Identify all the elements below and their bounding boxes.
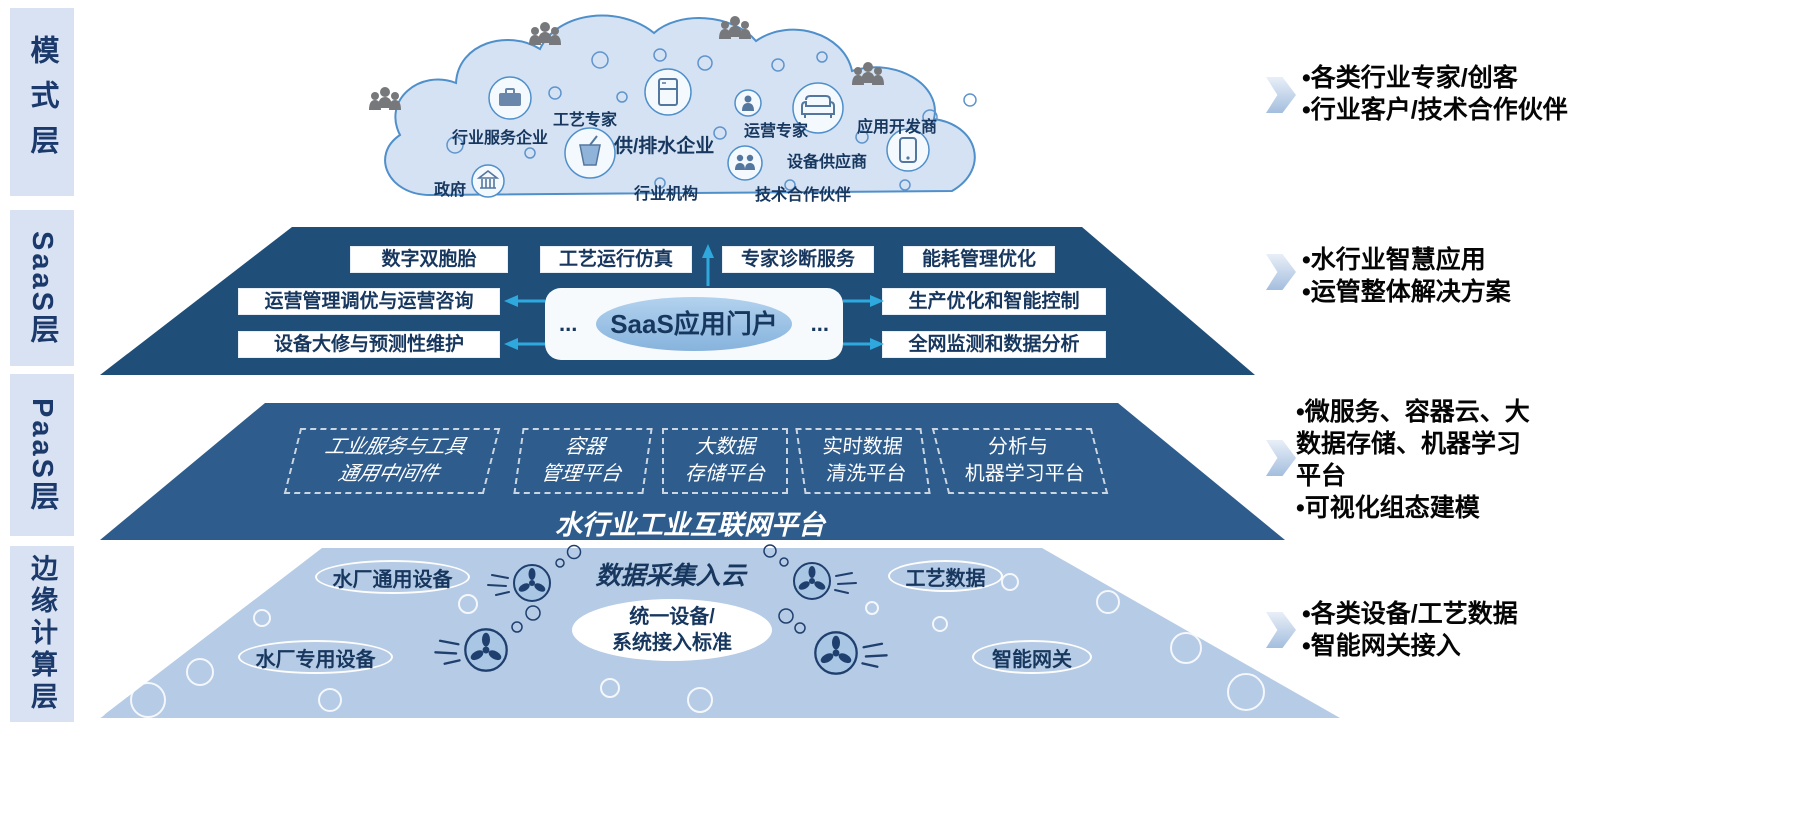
annotation-arrow-icon <box>1266 440 1296 476</box>
saas-box-predictive-maintenance: 设备大修与预测性维护 <box>238 331 500 358</box>
cloud-node-industry-service: 行业服务企业 <box>452 130 549 147</box>
saas-portal-label: SaaS应用门户 <box>596 297 792 351</box>
people-group-icon <box>852 62 884 85</box>
layer-label-paas: PaaS层 <box>10 374 74 536</box>
people-pair-icon <box>727 145 763 181</box>
layer-label-pattern: 模式层 <box>10 8 74 196</box>
saas-box-expert-diagnosis: 专家诊断服务 <box>722 246 874 273</box>
annotation-arrow-icon <box>1266 77 1296 113</box>
saas-box-digital-twin: 数字双胞胎 <box>350 246 508 273</box>
cloud-node-process-expert: 工艺专家 <box>553 112 618 129</box>
people-group-icon <box>719 16 751 39</box>
layer-label-saas: SaaS层 <box>10 210 74 366</box>
portal-ellipsis-right: ... <box>810 311 829 336</box>
paas-module-bigdata-storage: 大数据 存储平台 <box>662 428 788 494</box>
saas-portal: ... SaaS应用门户 ... <box>545 288 843 360</box>
edge-access-standard: 统一设备/ 系统接入标准 <box>572 599 772 661</box>
ecosystem-cloud <box>369 14 977 198</box>
edge-process-data: 工艺数据 <box>888 560 1003 592</box>
paas-platform-title: 水行业工业互联网平台 <box>555 510 825 540</box>
annotation-pattern-layer: •各类行业专家/创客 •行业客户/技术合作伙伴 <box>1302 64 1568 124</box>
saas-box-process-simulation: 工艺运行仿真 <box>540 246 692 273</box>
paas-module-container: 容器 管理平台 <box>513 428 653 494</box>
annotation-arrow-icon <box>1266 254 1296 290</box>
annotation-paas-layer: •微服务、容器云、大 数据存储、机器学习 平台 •可视化组态建模 <box>1296 398 1530 522</box>
cloud-node-app-developer: 应用开发商 <box>857 119 938 136</box>
sofa-icon <box>792 82 844 134</box>
cloud-node-operation-expert: 运营专家 <box>744 123 809 140</box>
layer-label-edge: 边缘计算层 <box>10 546 74 722</box>
saas-box-operations-consulting: 运营管理调优与运营咨询 <box>238 288 500 315</box>
people-group-icon <box>369 87 401 110</box>
bank-icon <box>471 164 505 198</box>
briefcase-icon <box>488 76 532 120</box>
cloud-bubble-decoration <box>446 48 977 191</box>
paas-module-ml-analytics: 分析与 机器学习平台 <box>931 428 1109 494</box>
cloud-node-government: 政府 <box>434 182 467 199</box>
cloud-node-equipment-supplier: 设备供应商 <box>787 154 868 171</box>
portal-ellipsis-left: ... <box>559 311 578 336</box>
server-icon <box>644 68 692 116</box>
saas-box-production-optimization: 生产优化和智能控制 <box>882 288 1106 315</box>
saas-box-energy-optimization: 能耗管理优化 <box>903 246 1055 273</box>
edge-special-equipment: 水厂专用设备 <box>238 640 393 674</box>
beaker-icon <box>564 127 616 179</box>
cloud-node-tech-partner: 技术合作伙伴 <box>755 187 852 204</box>
paas-layer-shape <box>100 403 1285 540</box>
saas-box-network-monitoring: 全网监测和数据分析 <box>882 331 1106 358</box>
edge-common-equipment: 水厂通用设备 <box>315 560 470 594</box>
cloud-node-industry-org: 行业机构 <box>634 186 699 203</box>
annotation-arrow-icon <box>1266 612 1296 648</box>
phone-icon <box>886 128 930 172</box>
people-group-icon <box>529 22 561 45</box>
edge-title: 数据采集入云 <box>595 562 746 590</box>
annotation-saas-layer: •水行业智慧应用 •运管整体解决方案 <box>1302 246 1511 306</box>
cloud-node-water-enterprise: 供/排水企业 <box>614 136 715 157</box>
annotation-edge-layer: •各类设备/工艺数据 •智能网关接入 <box>1302 600 1518 660</box>
paas-module-realtime-cleaning: 实时数据 清洗平台 <box>795 428 931 494</box>
edge-smart-gateway: 智能网关 <box>972 640 1092 674</box>
person-icon <box>734 89 762 117</box>
paas-module-middleware: 工业服务与工具 通用中间件 <box>283 428 501 494</box>
